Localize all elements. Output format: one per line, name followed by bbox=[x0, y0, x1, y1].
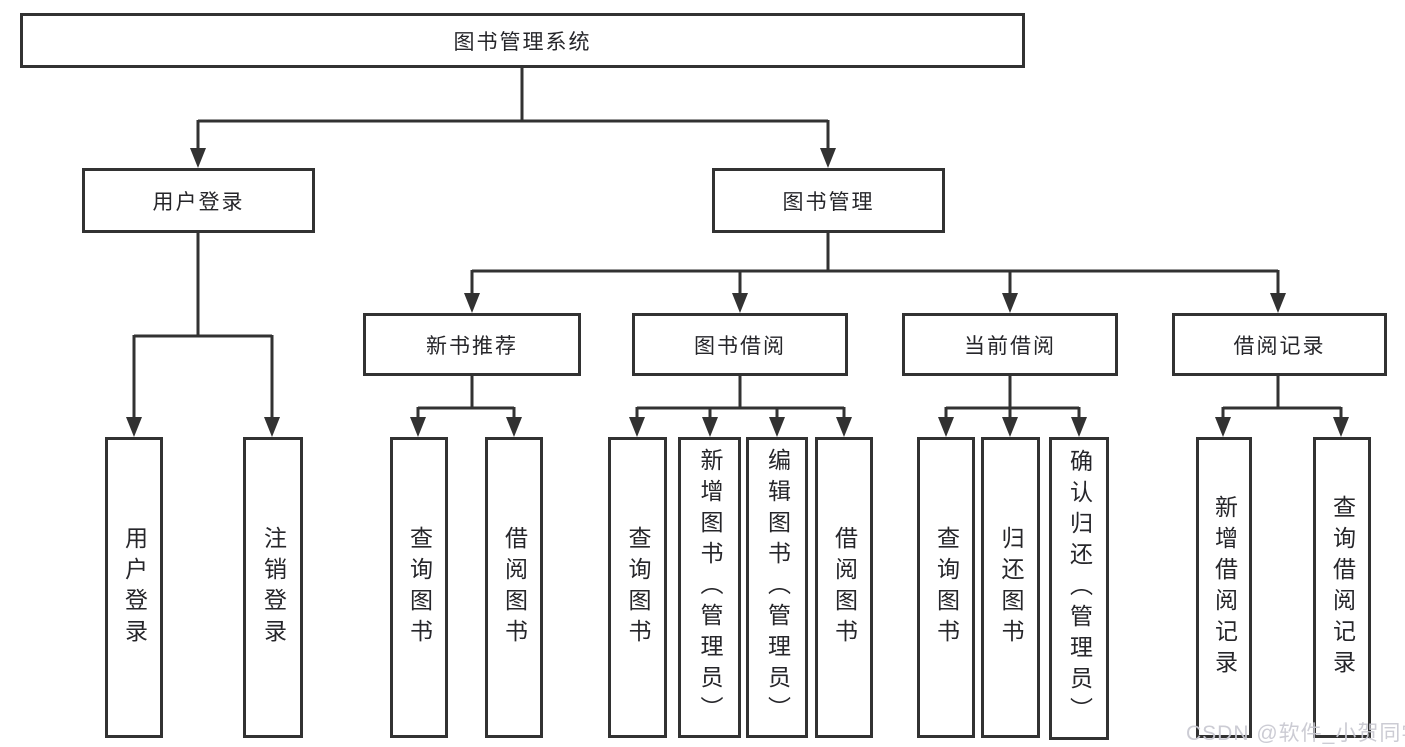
node-root: 图书管理系统 bbox=[20, 13, 1025, 68]
node-current-borrow: 当前借阅 bbox=[902, 313, 1118, 376]
node-logout: 注销登录 bbox=[243, 437, 303, 738]
node-user-login: 用户登录 bbox=[82, 168, 315, 233]
leaf-label: 借阅图书 bbox=[831, 525, 858, 650]
leaf-label: 借阅图书 bbox=[501, 525, 528, 650]
node-book-borrow-label: 图书借阅 bbox=[694, 334, 786, 358]
node-borrow-edit-books-admin: 编辑图书（管理员） bbox=[746, 437, 808, 738]
leaf-label: 查询图书 bbox=[625, 525, 651, 650]
node-current-query-books: 查询图书 bbox=[917, 437, 975, 738]
leaf-label: 用户登录 bbox=[121, 525, 148, 650]
node-new-book-recommend: 新书推荐 bbox=[363, 313, 581, 376]
node-root-label: 图书管理系统 bbox=[453, 30, 592, 54]
leaf-label: 新增借阅记录 bbox=[1211, 494, 1238, 681]
leaf-label: 确认归还（管理员） bbox=[1066, 449, 1093, 728]
node-current-confirm-return-admin: 确认归还（管理员） bbox=[1049, 437, 1109, 740]
leaf-label: 编辑图书（管理员） bbox=[764, 448, 791, 727]
node-recommend-borrow-books: 借阅图书 bbox=[485, 437, 543, 738]
node-records-query-record: 查询借阅记录 bbox=[1313, 437, 1371, 738]
node-new-book-recommend-label: 新书推荐 bbox=[426, 334, 518, 358]
leaf-label: 注销登录 bbox=[260, 525, 287, 650]
node-recommend-query-books: 查询图书 bbox=[390, 437, 448, 738]
node-borrow-add-books-admin: 新增图书（管理员） bbox=[678, 437, 741, 738]
node-book-borrow: 图书借阅 bbox=[632, 313, 848, 376]
leaf-label: 查询借阅记录 bbox=[1329, 494, 1356, 681]
node-book-management-label: 图书管理 bbox=[782, 190, 875, 214]
leaf-label: 查询图书 bbox=[406, 525, 433, 650]
node-borrow-borrow-books: 借阅图书 bbox=[815, 437, 873, 738]
node-records-add-record: 新增借阅记录 bbox=[1196, 437, 1252, 738]
leaf-label: 查询图书 bbox=[933, 525, 960, 650]
leaf-label: 新增图书（管理员） bbox=[697, 448, 723, 727]
node-book-management: 图书管理 bbox=[712, 168, 945, 233]
node-current-return-books: 归还图书 bbox=[981, 437, 1040, 738]
node-borrow-query-books: 查询图书 bbox=[608, 437, 667, 738]
node-user-login-label: 用户登录 bbox=[152, 190, 245, 214]
watermark: CSDN @软件_小贺同学 bbox=[1186, 722, 1405, 745]
node-current-borrow-label: 当前借阅 bbox=[964, 334, 1056, 358]
node-borrow-records-label: 借阅记录 bbox=[1233, 334, 1326, 358]
node-user-login-leaf: 用户登录 bbox=[105, 437, 163, 738]
leaf-label: 归还图书 bbox=[998, 525, 1024, 650]
node-borrow-records: 借阅记录 bbox=[1172, 313, 1387, 376]
